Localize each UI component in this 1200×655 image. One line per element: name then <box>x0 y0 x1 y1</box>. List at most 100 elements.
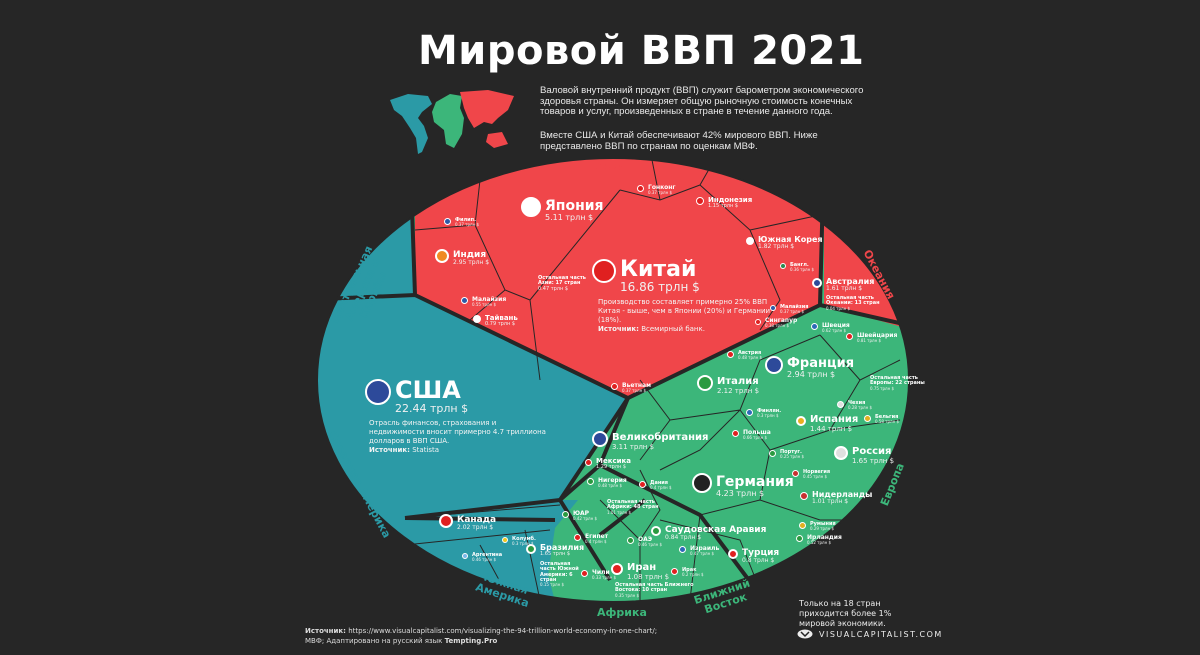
country-flag-icon <box>728 549 738 560</box>
country-value: 0.47 трлн $ <box>690 551 715 557</box>
country-name: Норвегия <box>803 469 831 475</box>
country-name: Швейцария <box>857 332 898 339</box>
country-value: 0.29 трлн $ <box>810 526 835 532</box>
country-name: Нидерланды <box>812 490 873 499</box>
country-flag-icon <box>592 259 616 284</box>
country-flag-icon <box>473 315 481 324</box>
country-value: 0.04 трлн $ <box>826 305 851 311</box>
country-label: Финлян.0.3 трлн $ <box>757 408 781 418</box>
country-flag-icon <box>444 217 451 225</box>
country-flag-icon <box>671 567 678 575</box>
country-value: 1.82 трлн $ <box>758 243 795 251</box>
footer-source-link[interactable]: https://www.visualcapitalist.com/visuali… <box>348 627 658 635</box>
country-label: Бангл.0.36 трлн $ <box>790 262 814 272</box>
country-flag-icon <box>765 355 783 374</box>
country-flag-icon <box>811 323 818 331</box>
country-name: Остальная часть Ближнего Востока: 10 стр… <box>615 582 694 594</box>
country-flag-icon <box>502 537 508 543</box>
country-name: Румыния <box>810 521 836 527</box>
country-value: 0.62 трлн $ <box>822 328 847 334</box>
country-flag-icon <box>799 521 806 529</box>
country-value: 1.61 трлн $ <box>826 285 863 293</box>
country-value: 0.25 трлн $ <box>780 454 805 460</box>
country-name: Остальная часть Африки: 48 стран <box>607 499 659 511</box>
logo-text: VISUALCAPITALIST.COM <box>819 629 943 639</box>
usa-note-text: Отрасль финансов, страхования и недвижим… <box>369 419 546 445</box>
country-value: 0.79 трлн $ <box>485 321 516 328</box>
country-flag-icon <box>846 333 853 341</box>
country-value: 1.65 трлн $ <box>852 456 895 465</box>
country-flag-icon <box>834 446 848 460</box>
country-flag-icon <box>574 534 581 542</box>
country-name: Турция <box>742 548 780 558</box>
country-flag-icon <box>639 480 646 488</box>
country-value: 0.48 трлн $ <box>738 355 763 361</box>
country-value: 22.44 трлн $ <box>395 402 469 416</box>
country-flag-icon <box>837 400 844 408</box>
region-label-asia: Азия <box>596 160 626 173</box>
country-name: Австрия <box>738 350 762 356</box>
page-title: Мировой ВВП 2021 <box>418 28 865 74</box>
country-label: Остальная часть Ближнего Востока: 10 стр… <box>615 582 705 598</box>
country-name: Россия <box>852 446 892 457</box>
country-flag-icon <box>746 408 753 416</box>
country-name: Бельгия <box>875 414 899 420</box>
country-flag-icon <box>792 469 799 477</box>
country-value: 0.38 трлн $ <box>765 323 790 329</box>
country-value: 0.52 трлн $ <box>807 540 832 546</box>
country-value: 1.29 трлн $ <box>596 464 627 471</box>
country-flag-icon <box>581 570 588 578</box>
usa-note-source: Statista <box>412 446 440 454</box>
country-name: Дания <box>650 480 668 486</box>
country-flag-icon <box>439 514 453 529</box>
country-name: Польша <box>743 429 771 436</box>
country-value: 0.37 трлн $ <box>780 309 805 315</box>
country-flag-icon <box>587 478 594 486</box>
country-flag-icon <box>679 546 686 554</box>
country-name: Тайвань <box>485 314 518 322</box>
country-value: 0.42 трлн $ <box>573 516 598 522</box>
country-name: Вьетнам <box>622 382 652 389</box>
country-flag-icon <box>769 449 776 457</box>
country-flag-icon <box>864 414 871 422</box>
country-value: 0.37 трлн $ <box>622 388 647 394</box>
country-flag-icon <box>692 473 712 494</box>
country-name: Остальная часть Южной Америки: 6 стран <box>540 561 579 583</box>
country-name: Канада <box>457 515 497 525</box>
country-name: Остальная часть Азии: 17 стран <box>538 275 586 287</box>
country-value: 3.11 трлн $ <box>612 442 655 451</box>
country-name: Нигерия <box>598 477 627 484</box>
country-name: Чехия <box>848 400 866 406</box>
footer-source-line2: МВФ; Адаптировано на русский язык <box>305 637 443 645</box>
country-name: Швеция <box>822 322 850 329</box>
logo-icon <box>797 629 813 639</box>
country-value: 0.37 трлн $ <box>455 222 480 228</box>
country-name: Австралия <box>826 277 875 286</box>
country-value: 0.15 трлн $ <box>540 582 565 587</box>
country-name: Португ. <box>780 449 802 455</box>
country-value: 0.33 трлн $ <box>592 575 617 581</box>
country-value: 1.08 трлн $ <box>627 572 670 581</box>
country-value: 0.55 трлн $ <box>472 302 497 308</box>
country-name: Германия <box>716 474 794 490</box>
